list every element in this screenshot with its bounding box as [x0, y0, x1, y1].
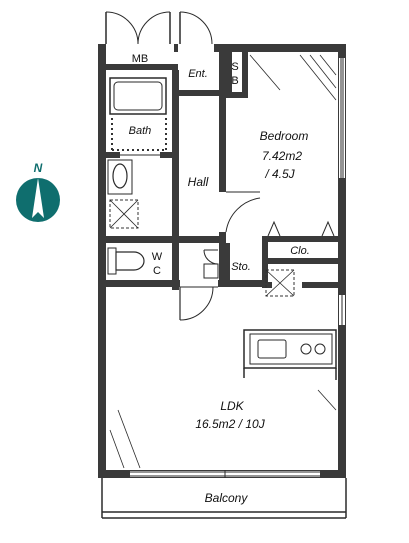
label-sb-bottom: B — [231, 75, 238, 87]
air-conditioner — [265, 269, 295, 297]
wc-door — [179, 286, 218, 321]
entrance-doors — [105, 11, 213, 45]
label-sb-top: S — [231, 61, 238, 73]
outer-walls — [98, 43, 346, 478]
bedroom-hatching — [249, 54, 337, 101]
label-closet: Clo. — [290, 245, 310, 257]
interior-walls — [106, 52, 338, 290]
ldk-hatching — [109, 389, 337, 469]
bath-dotted-edge — [111, 118, 167, 151]
kitchen-counter — [243, 329, 337, 380]
closet-doors — [267, 220, 335, 237]
label-balcony: Balcony — [205, 491, 249, 505]
label-bedroom: Bedroom — [260, 129, 309, 143]
label-bath: Bath — [129, 125, 152, 137]
label-bedroom-mats: / 4.5J — [264, 167, 295, 181]
label-entrance: Ent. — [188, 68, 208, 80]
label-mb: MB — [132, 53, 149, 65]
label-wc-top: W — [152, 251, 163, 263]
north-compass-icon — [16, 178, 60, 222]
bedroom-door — [225, 191, 261, 233]
label-bedroom-area: 7.42m2 — [262, 149, 302, 163]
label-wc-bottom: C — [153, 265, 161, 277]
compass-label: N — [34, 161, 43, 175]
label-hall: Hall — [188, 175, 209, 189]
toilet — [107, 247, 145, 275]
label-storage: Sto. — [231, 261, 251, 273]
bathtub — [109, 77, 167, 115]
washbasin — [107, 159, 133, 195]
label-ldk: LDK — [220, 399, 244, 413]
storage-door — [203, 249, 219, 279]
washing-machine-pan — [109, 199, 139, 229]
balcony-outline — [101, 478, 347, 519]
label-ldk-area: 16.5m2 / 10J — [195, 417, 265, 431]
